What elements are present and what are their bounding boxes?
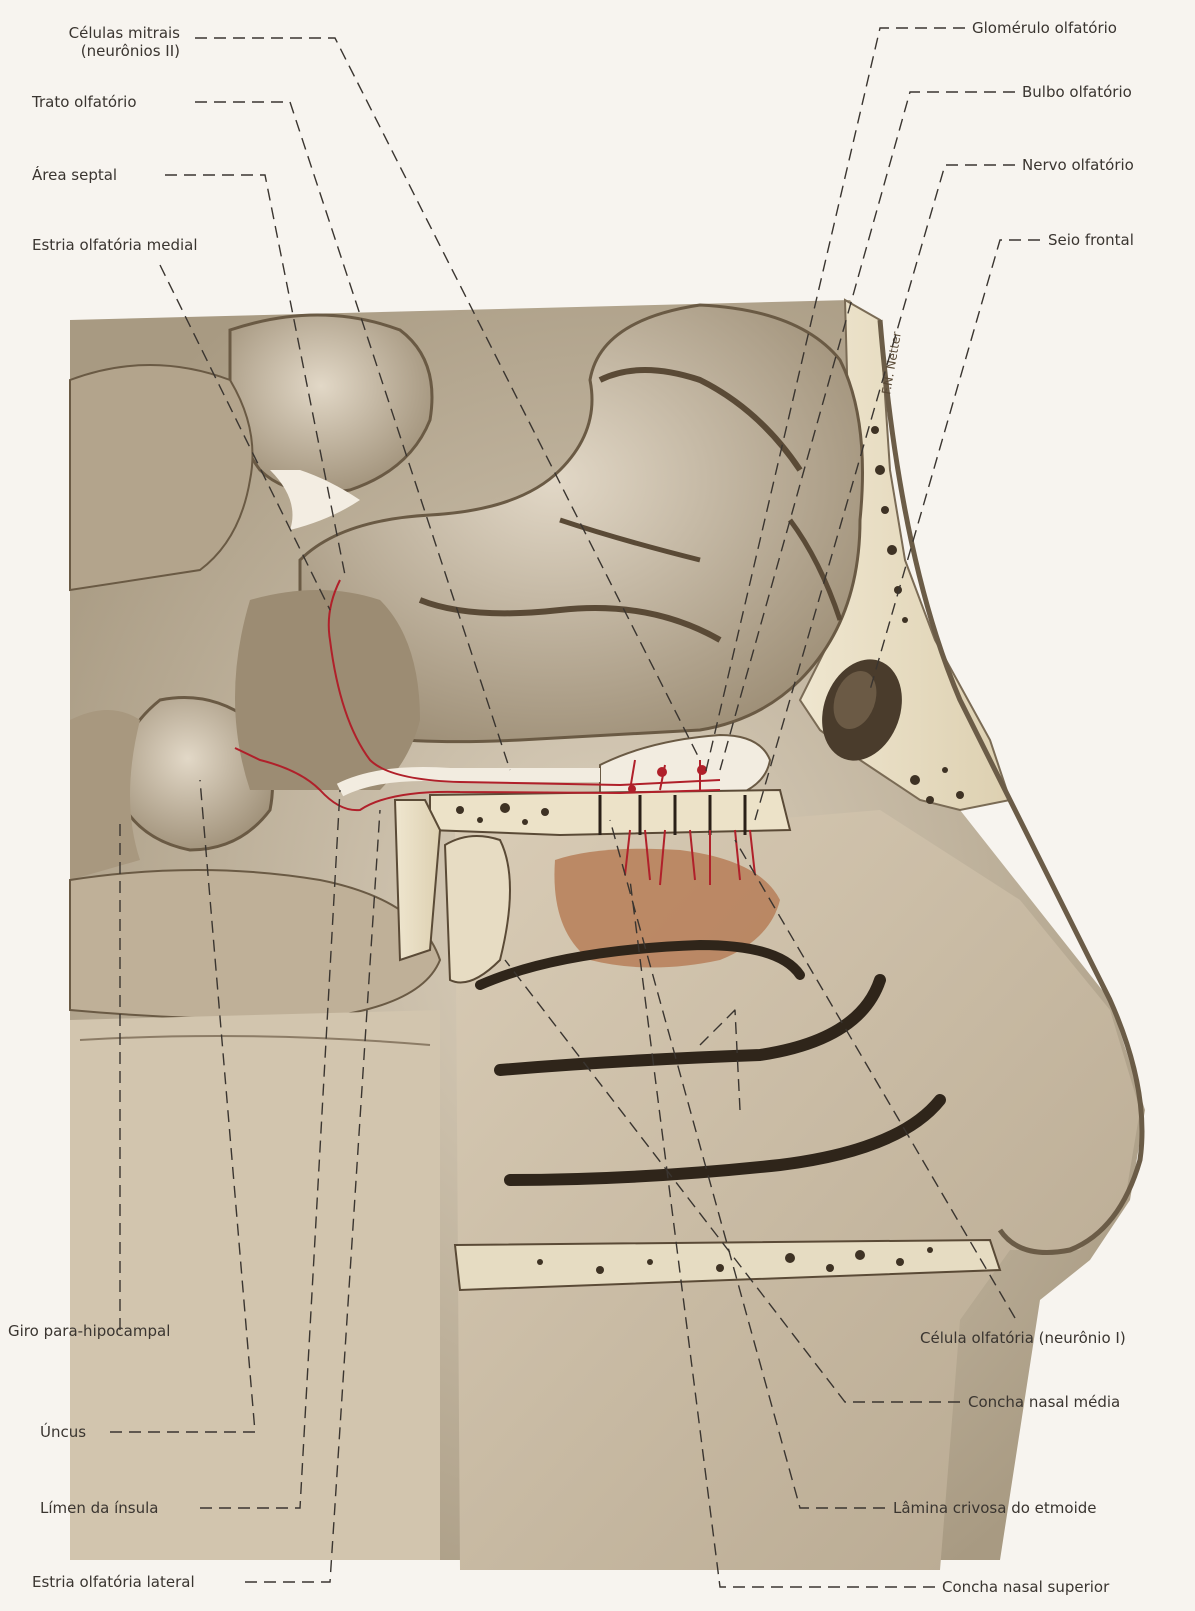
label-celulas-mitrais: Células mitrais (neurônios II) [30,24,180,60]
label-celulas-mitrais-line1: Células mitrais [30,24,180,42]
label-lamina-crivosa: Lâmina crivosa do etmoide [893,1499,1097,1517]
label-trato-olfatorio: Trato olfatório [32,93,137,111]
label-seio-frontal: Seio frontal [1048,231,1134,249]
label-concha-nasal-superior: Concha nasal superior [942,1578,1109,1596]
label-celulas-mitrais-line2: (neurônios II) [30,42,180,60]
label-bulbo-olfatorio: Bulbo olfatório [1022,83,1132,101]
label-estria-olfatoria-lateral: Estria olfatória lateral [32,1573,195,1591]
label-area-septal: Área septal [32,166,117,184]
label-uncus: Úncus [40,1423,86,1441]
nasal-cavity [455,810,1140,1570]
label-giro-para-hipocampal: Giro para-hipocampal [8,1322,170,1340]
label-limen-da-insula: Límen da ínsula [40,1499,158,1517]
label-estria-olfatoria-medial: Estria olfatória medial [32,236,198,254]
label-celula-olfatoria: Célula olfatória (neurônio I) [920,1329,1126,1347]
label-glomerulo-olfatorio: Glomérulo olfatório [972,19,1117,37]
cribriform-plate [430,790,790,835]
label-nervo-olfatorio: Nervo olfatório [1022,156,1134,174]
label-concha-nasal-media: Concha nasal média [968,1393,1120,1411]
